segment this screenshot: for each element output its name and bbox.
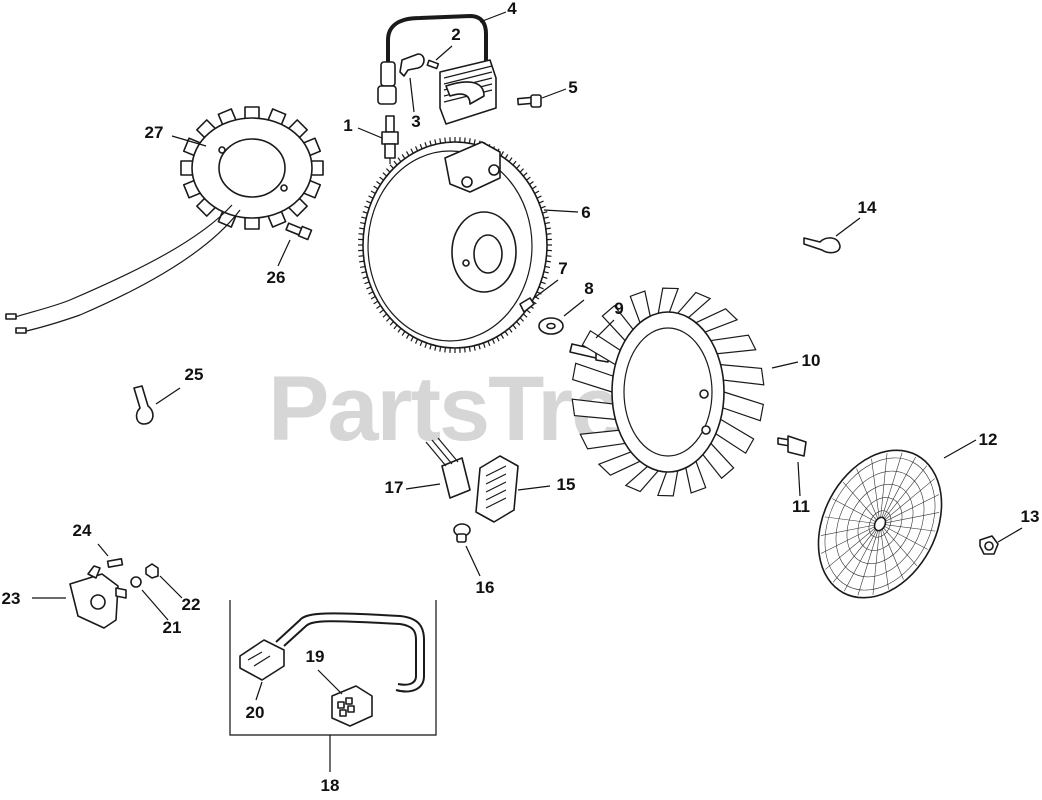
callout-6[interactable]: 6 [581,203,590,222]
washer-part[interactable] [538,317,564,335]
grass-screen-part[interactable] [794,429,966,619]
callout-20[interactable]: 20 [246,703,265,722]
leader-line-19 [317,669,343,695]
leader-line-7 [533,279,559,299]
fan-screw-part[interactable] [777,435,807,457]
callout-19[interactable]: 19 [306,647,325,666]
leader-line-26 [277,239,291,267]
regulator-screw-part[interactable] [453,523,471,543]
leader-line-20 [255,681,263,701]
stator-screw-part[interactable] [285,222,313,241]
ignition-module-part[interactable] [377,13,497,125]
callout-3[interactable]: 3 [411,112,420,131]
callout-26[interactable]: 26 [267,268,286,287]
spark-plug-part[interactable] [381,115,399,164]
callout-7[interactable]: 7 [558,259,567,278]
leader-line-6 [543,209,579,213]
leader-line-2 [435,45,453,61]
leader-line-9 [595,319,615,339]
leader-line-3 [409,77,415,113]
stator-part[interactable] [5,106,324,334]
leader-line-1 [357,127,383,139]
leader-line-5 [541,88,567,99]
solenoid-washer-part[interactable] [130,576,142,588]
blower-fan-part[interactable] [571,287,765,497]
leader-line-15 [517,485,551,491]
ignition-clip-part[interactable] [399,53,425,77]
callout-9[interactable]: 9 [614,299,623,318]
flywheel-key-part[interactable] [519,297,535,313]
callout-5[interactable]: 5 [568,78,577,97]
callout-11[interactable]: 11 [792,497,810,516]
leader-line-11 [797,461,801,497]
callout-23[interactable]: 23 [2,589,21,608]
callout-13[interactable]: 13 [1021,507,1040,526]
leader-line-25 [155,387,181,405]
clamp-14-part[interactable] [803,237,841,254]
callout-12[interactable]: 12 [979,430,998,449]
leader-line-22 [159,575,183,599]
leader-line-17 [405,483,441,490]
regulator-connector-part[interactable] [425,437,471,499]
callout-24[interactable]: 24 [73,521,92,540]
screen-mesh [820,452,940,596]
harness-connector-19-part[interactable] [331,685,373,727]
solenoid-part[interactable] [69,565,127,629]
callout-16[interactable]: 16 [476,578,495,597]
callout-2[interactable]: 2 [451,25,460,44]
callout-10[interactable]: 10 [802,351,821,370]
leader-line-12 [943,439,977,459]
leader-line-24 [97,543,109,557]
leader-line-16 [465,545,481,577]
module-screw-part[interactable] [516,94,542,108]
leader-line-10 [771,361,799,369]
leader-line-27 [171,135,207,147]
harness-connector-20-part[interactable] [239,639,285,681]
callout-1[interactable]: 1 [343,116,352,135]
leader-line-13 [997,527,1023,543]
callout-21[interactable]: 21 [163,618,182,637]
callout-27[interactable]: 27 [145,123,164,142]
rectifier-regulator-part[interactable] [475,455,519,523]
callout-18[interactable]: 18 [321,776,340,795]
leader-line-8 [563,299,585,317]
solenoid-screw-part[interactable] [106,558,124,568]
callout-25[interactable]: 25 [185,365,204,384]
clip-screw-part[interactable] [426,59,440,70]
callout-14[interactable]: 14 [858,198,877,217]
leader-line-14 [835,217,861,237]
callout-4[interactable]: 4 [507,0,517,18]
wire-harness-part[interactable] [229,600,437,736]
leader-line-21 [141,589,169,621]
callout-15[interactable]: 15 [557,475,576,494]
flywheel-ring-gear [358,137,552,353]
callout-17[interactable]: 17 [385,478,404,497]
leader-line-4 [479,11,507,23]
callout-22[interactable]: 22 [182,595,201,614]
screen-nut-part[interactable] [979,535,999,555]
clamp-25-part[interactable] [133,385,154,425]
flywheel-part[interactable] [358,137,552,353]
callout-8[interactable]: 8 [584,279,593,298]
solenoid-nut-part[interactable] [145,563,159,579]
